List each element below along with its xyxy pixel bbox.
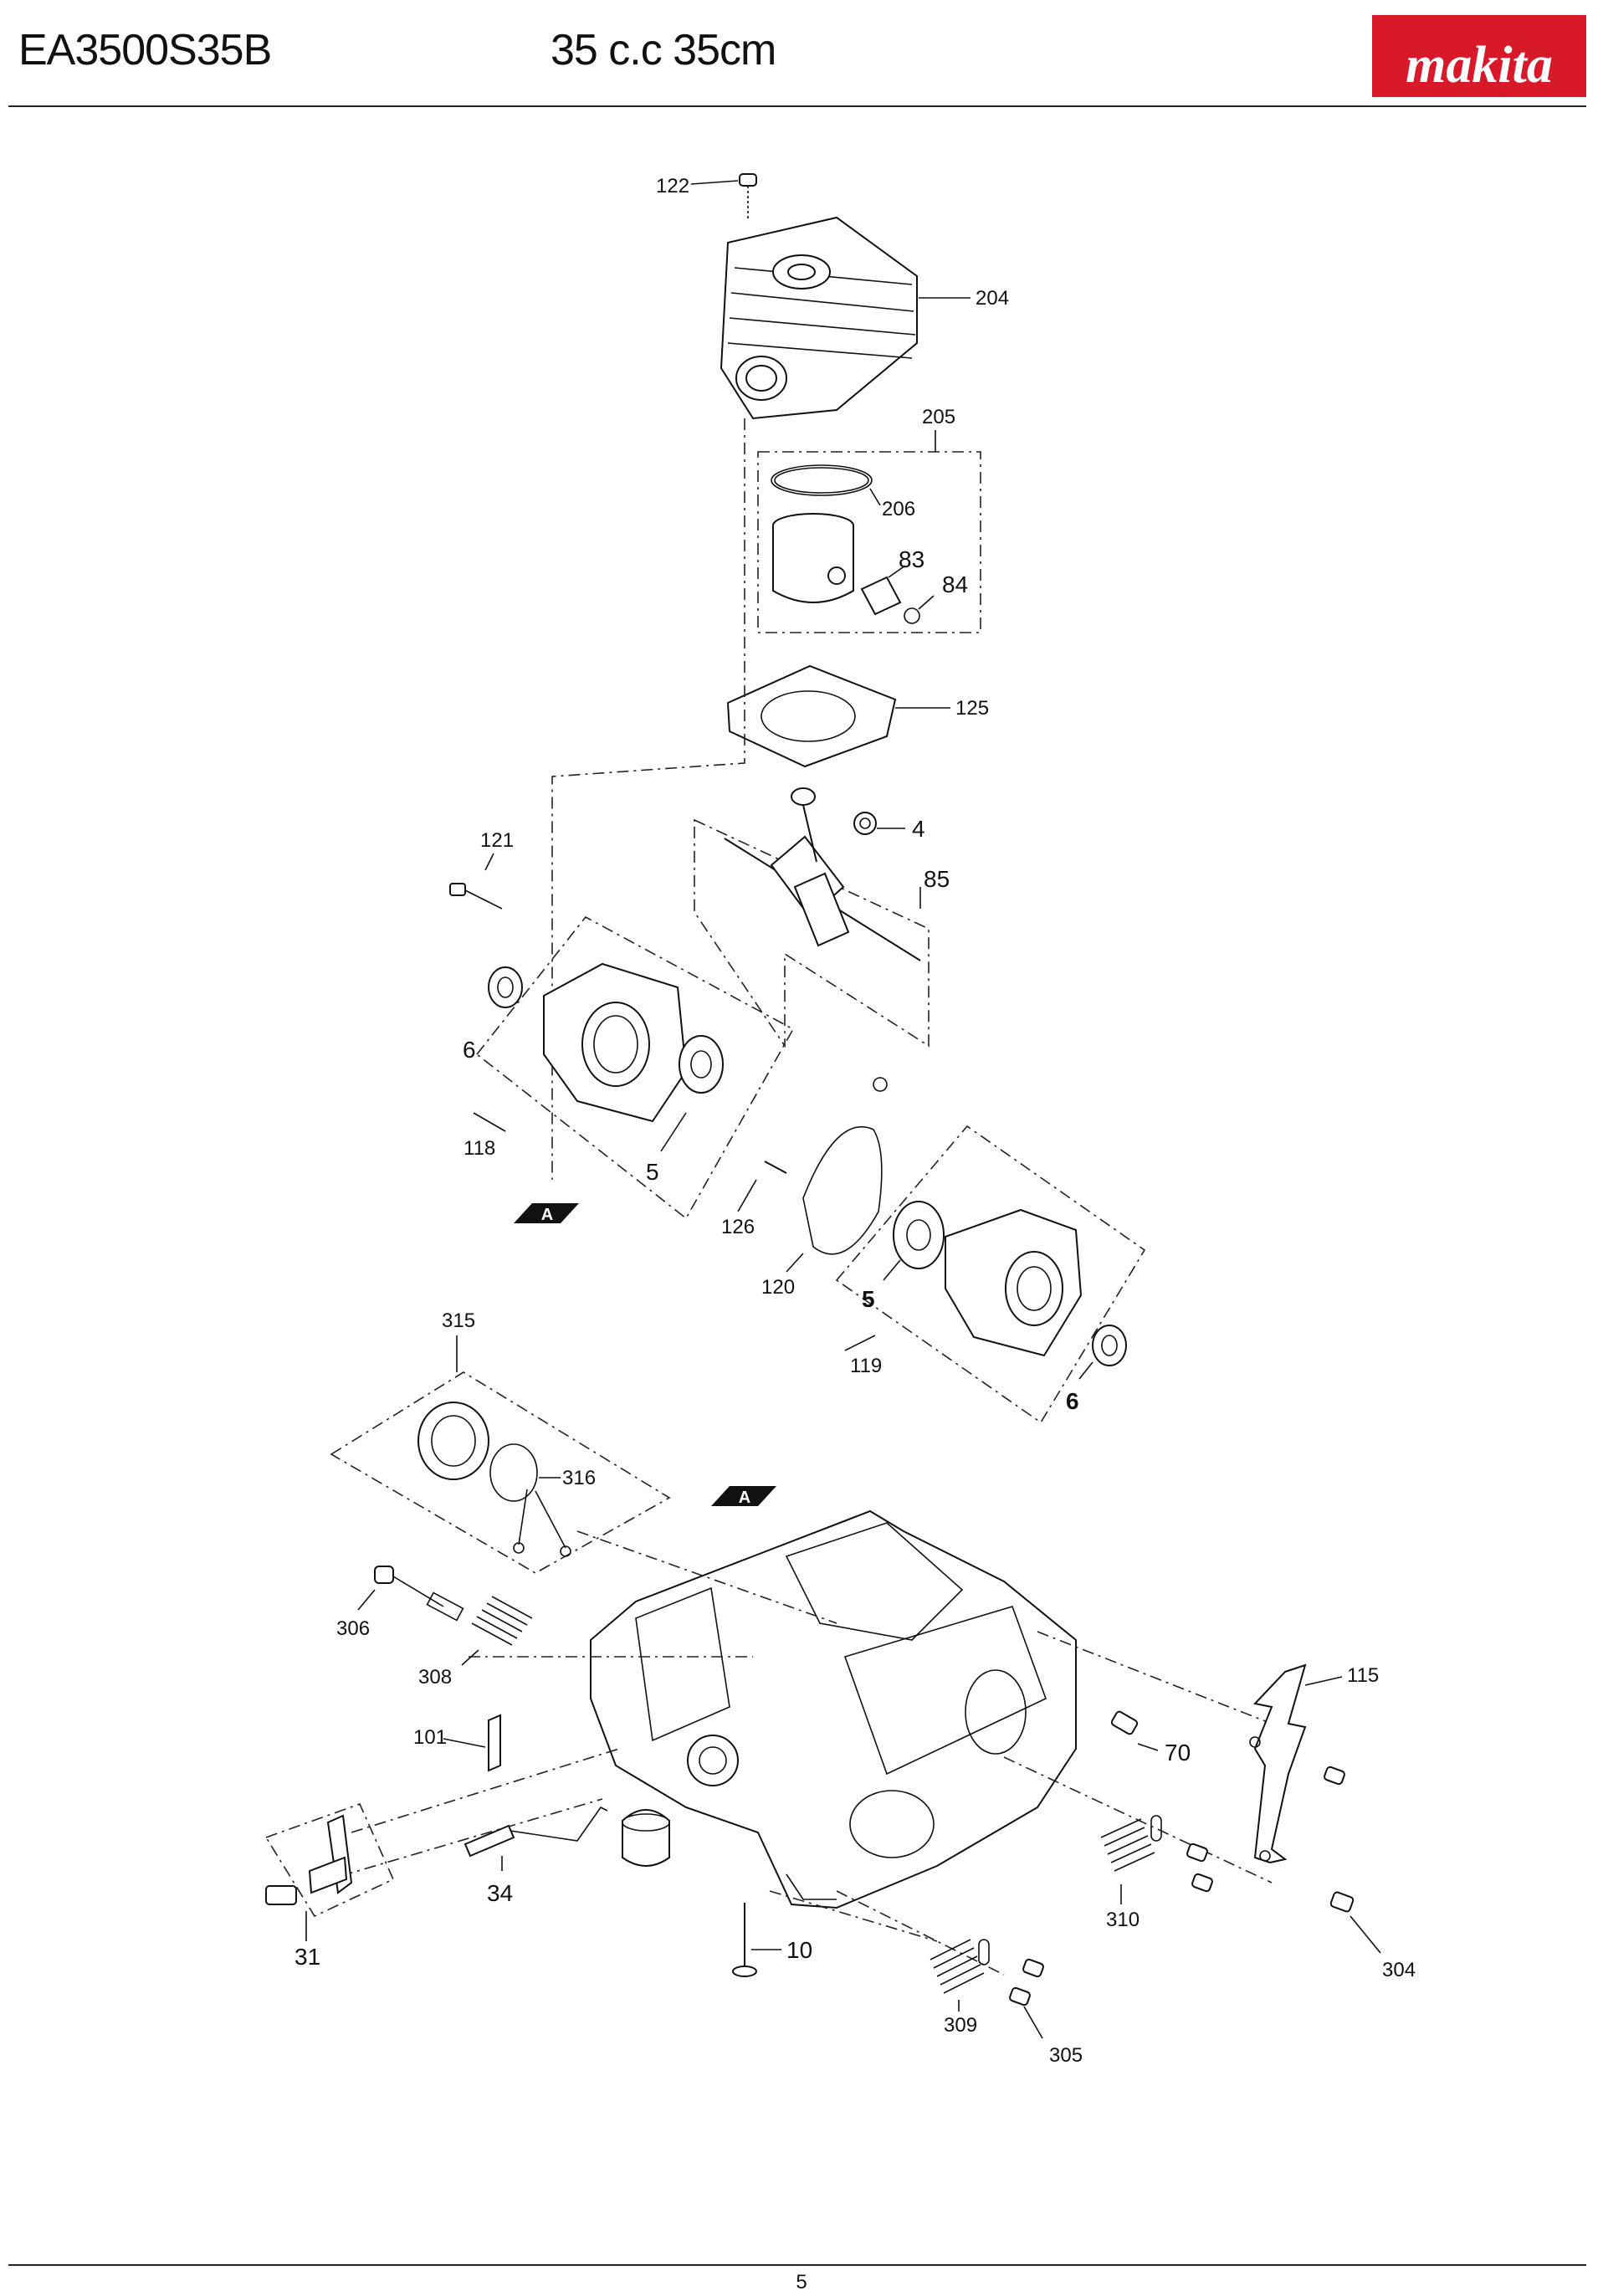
- callout-304: 304: [1382, 1959, 1416, 1981]
- assembly-line-cylinder: [551, 418, 745, 1180]
- lever-31: [265, 1814, 353, 1905]
- callout-316: 316: [562, 1467, 596, 1489]
- callout-310: 310: [1106, 1909, 1140, 1931]
- exploded-parts-diagram: 122 204 205 206 83 84 125: [264, 173, 1416, 2067]
- callout-205: 205: [922, 406, 955, 428]
- callout-5-right: 5: [862, 1286, 875, 1312]
- bearing-4: [853, 812, 877, 835]
- callout-120: 120: [761, 1276, 795, 1299]
- oil-pump-315: [417, 1402, 489, 1480]
- crankcase-half-118: [543, 962, 688, 1123]
- callout-125: 125: [955, 697, 989, 720]
- chain-catcher-115: [1249, 1663, 1345, 1864]
- oil-hose-316: [489, 1443, 571, 1557]
- makita-logo: makita: [1372, 15, 1586, 97]
- header-rule: [8, 105, 1586, 107]
- page-header: EA3500S35B 35 c.c 35cm makita: [0, 0, 1603, 109]
- bolt-121: [449, 883, 503, 910]
- circlip-84: [904, 607, 920, 624]
- callout-309: 309: [944, 2014, 977, 2037]
- bearing-5-left: [679, 1035, 724, 1094]
- callout-70: 70: [1165, 1740, 1191, 1766]
- screws-305: [1009, 1958, 1044, 2006]
- page-number: 5: [796, 2271, 807, 2293]
- callout-31: 31: [294, 1944, 320, 1970]
- engine-spec: 35 c.c 35cm: [551, 26, 776, 74]
- callout-206: 206: [882, 498, 915, 520]
- callout-4: 4: [912, 816, 925, 842]
- callout-6-right: 6: [1066, 1388, 1079, 1414]
- bolt-10: [732, 1903, 757, 1977]
- callout-306: 306: [336, 1617, 370, 1640]
- callout-315: 315: [442, 1309, 475, 1332]
- logo-text: makita: [1406, 37, 1553, 94]
- spring-310: [1100, 1815, 1213, 1893]
- callout-126: 126: [721, 1216, 755, 1238]
- marker-A-lower-label: A: [739, 1489, 750, 1507]
- bearing-5-right: [893, 1201, 945, 1269]
- primer-bulb: [622, 1809, 670, 1867]
- spring-309: [930, 1939, 990, 1994]
- lever-box: [264, 1802, 395, 1918]
- callout-305: 305: [1049, 2044, 1083, 2067]
- marker-A-upper-label: A: [541, 1206, 553, 1224]
- callout-122: 122: [656, 175, 689, 197]
- screw-122: [739, 173, 757, 219]
- callout-34: 34: [487, 1880, 513, 1906]
- choke-rod-34: [463, 1806, 608, 1858]
- crankshaft-85: [724, 787, 921, 961]
- callout-119: 119: [850, 1355, 882, 1377]
- model-number: EA3500S35B: [18, 26, 272, 74]
- callout-83: 83: [899, 546, 924, 572]
- seal-6-left: [488, 966, 523, 1008]
- piston-pin-83: [860, 576, 902, 616]
- plate-101: [488, 1714, 501, 1772]
- crankcase-right-box: [835, 1125, 1146, 1424]
- callout-121: 121: [480, 829, 514, 852]
- callout-308: 308: [418, 1666, 452, 1689]
- callout-84: 84: [942, 571, 968, 597]
- cylinder-204: [720, 216, 918, 420]
- marker-A-lower: A: [711, 1486, 776, 1507]
- footer-rule: [8, 2264, 1586, 2266]
- oil-pump-box: [330, 1371, 671, 1574]
- callout-6-left: 6: [463, 1037, 476, 1063]
- bolt-306: [374, 1566, 444, 1607]
- seal-6-right: [1092, 1325, 1127, 1366]
- main-crankcase-housing: [590, 1509, 1077, 1909]
- gasket-120: [802, 1077, 888, 1255]
- screw-304: [1329, 1891, 1355, 1913]
- dowel-pin-126: [764, 1161, 787, 1174]
- crankcase-half-119: [945, 1208, 1083, 1357]
- callout-118: 118: [463, 1137, 495, 1160]
- callout-115: 115: [1347, 1664, 1379, 1687]
- spring-308: [426, 1591, 533, 1646]
- piston: [772, 513, 854, 603]
- gasket-125: [726, 664, 897, 768]
- piston-kit-box: [757, 451, 981, 633]
- piston-ring-206: [771, 464, 873, 496]
- marker-A-upper: A: [514, 1203, 579, 1224]
- callout-10: 10: [786, 1937, 812, 1963]
- screw-70: [1110, 1710, 1139, 1735]
- callout-101: 101: [413, 1726, 447, 1749]
- callout-85: 85: [924, 866, 950, 892]
- callout-204: 204: [976, 287, 1009, 310]
- callout-5-left: 5: [646, 1159, 659, 1185]
